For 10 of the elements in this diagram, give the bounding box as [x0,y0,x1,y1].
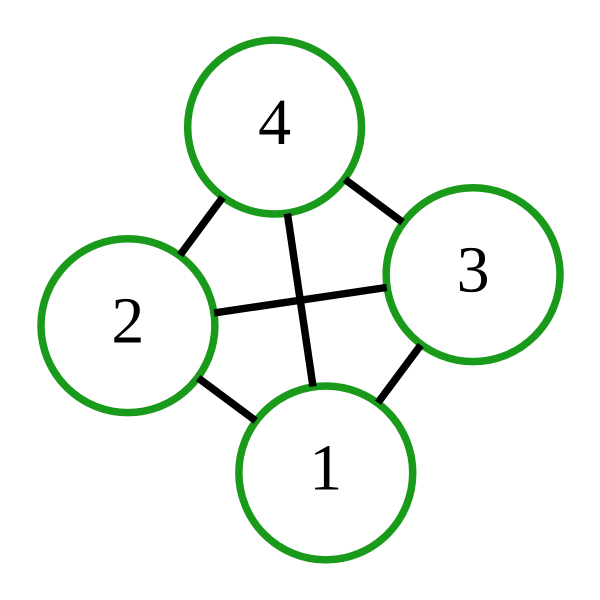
node-circle: 1 [234,382,416,564]
connector [213,284,387,317]
connector [342,176,404,226]
connector [176,195,226,258]
node-circle: 3 [382,184,564,366]
node-circle: 2 [36,235,218,416]
node-circle: 4 [183,36,365,218]
connector [196,375,258,424]
connector [283,212,316,388]
connector [374,342,424,405]
